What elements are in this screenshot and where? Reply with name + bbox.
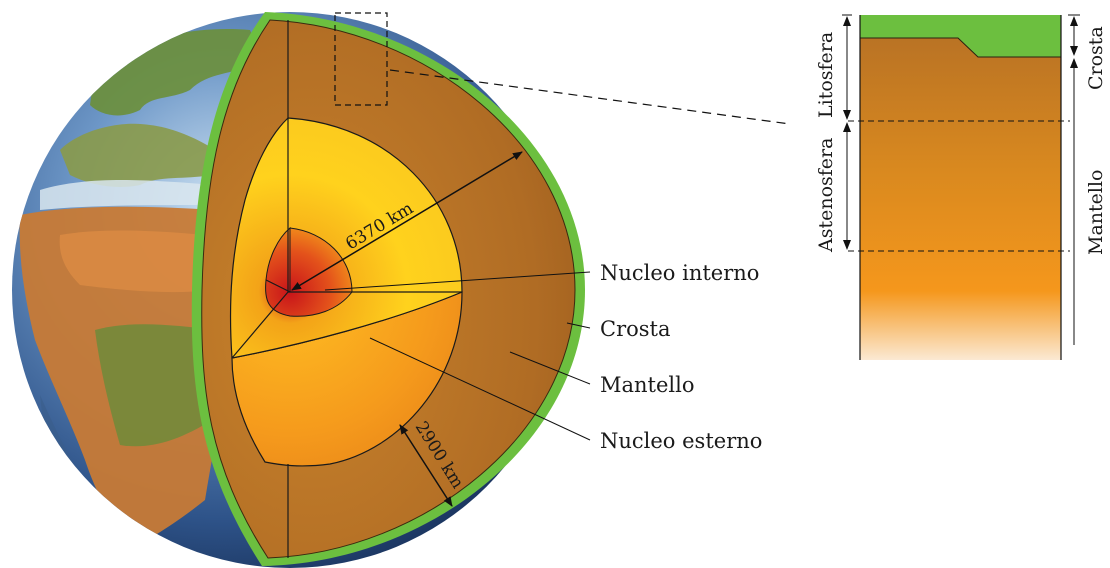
layer-labels: Nucleo interno Crosta Mantello Nucleo es… bbox=[324, 261, 762, 453]
label-panel-mantle: Mantello bbox=[1085, 170, 1107, 256]
label-lithosphere: Litosfera bbox=[815, 32, 837, 118]
label-outer-core: Nucleo esterno bbox=[600, 429, 762, 453]
detail-connector bbox=[389, 69, 791, 125]
cutaway-section bbox=[191, 12, 585, 566]
detail-box bbox=[334, 12, 388, 106]
mantle-thickness-arrow bbox=[399, 424, 453, 507]
detail-panel: Litosfera Astenosfera Crosta Mantello bbox=[815, 14, 1107, 360]
label-panel-crust: Crosta bbox=[1085, 26, 1107, 90]
radius-arrow bbox=[291, 151, 523, 291]
label-mantle: Mantello bbox=[600, 373, 695, 397]
label-asthenosphere: Astenosfera bbox=[815, 138, 837, 253]
panel-crust bbox=[860, 15, 1061, 57]
label-crust: Crosta bbox=[600, 317, 671, 341]
label-inner-core: Nucleo interno bbox=[600, 261, 759, 285]
panel-mantle-gradient bbox=[860, 15, 1061, 360]
